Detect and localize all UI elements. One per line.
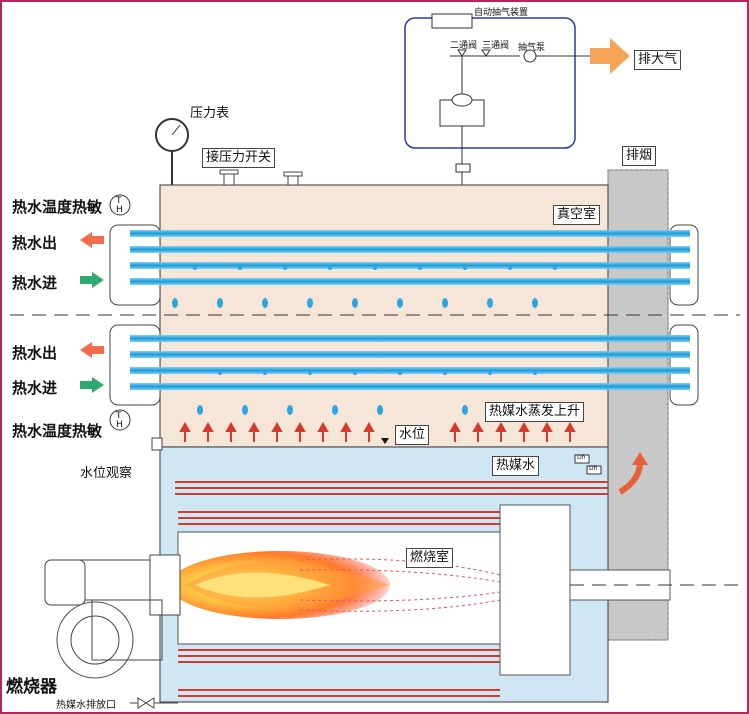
label-heat-medium-water: 热媒水: [492, 456, 540, 476]
label-hot-water-in-top: 热水进: [12, 274, 58, 292]
vacuum-tank: [439, 99, 485, 127]
label-three-way-valve: 三通阀: [482, 41, 510, 51]
burner-flange: [149, 554, 181, 616]
temp-sensor-top: [109, 194, 131, 216]
sensor-symbol-top: T: [116, 196, 122, 206]
label-pressure-switch: 接压力开关: [202, 148, 276, 168]
exhaust-arrow: [590, 38, 630, 74]
label-drain-outlet: 热媒水排放口: [56, 700, 116, 711]
label-auto-exhaust-device: 自动抽气装置: [474, 8, 529, 18]
drain-valve: [137, 697, 147, 709]
condensate-drops: [172, 266, 557, 415]
hot-water-out-bottom-arrow: [80, 342, 104, 358]
hot-water-in-top-arrow: [80, 272, 104, 288]
smoke-tubes: [175, 481, 608, 697]
label-hot-water-out-top: 热水出: [12, 234, 58, 252]
flue-outlet: [569, 569, 671, 601]
rear-turn-box: [499, 504, 571, 676]
label-hot-water-out-bottom: 热水出: [12, 344, 58, 362]
burner-motor: [44, 559, 86, 606]
label-water-level: 水位: [395, 425, 430, 445]
label-water-level-observation: 水位观察: [80, 466, 133, 481]
temp-sensor-bottom: [109, 409, 131, 431]
auto-exhaust-frame: [404, 17, 576, 149]
sensor-symbol-bottom: T: [116, 411, 122, 421]
label-hot-water-temp-sensor-top: 热水温度热敏: [12, 198, 103, 216]
sensor-symbol-bottom-sub: H: [116, 420, 123, 430]
water-level-marker: [381, 438, 389, 444]
label-pressure-gauge: 压力表: [190, 106, 230, 121]
tube-bank-top: [130, 230, 690, 285]
level-probe-1: Dh: [577, 454, 586, 461]
label-vacuum-pump: 抽气泵: [518, 43, 546, 53]
label-hot-water-in-bottom: 热水进: [12, 379, 58, 397]
steam-arrows: [179, 421, 576, 442]
tube-bank-bottom: [130, 335, 690, 390]
hot-water-out-top-arrow: [80, 232, 104, 248]
sensor-symbol-top-sub: H: [116, 205, 123, 215]
label-steam-rising: 热媒水蒸发上升: [485, 402, 585, 422]
level-probe-2: Dh: [589, 465, 598, 472]
label-two-way-valve: 二通阀: [450, 41, 478, 51]
flue-arrow: [632, 452, 648, 465]
label-exhaust-air: 排大气: [634, 50, 682, 70]
label-vacuum-chamber: 真空室: [553, 205, 601, 225]
label-combustion-chamber: 燃烧室: [406, 548, 454, 568]
label-hot-water-temp-sensor-bottom: 热水温度热敏: [12, 422, 103, 440]
label-chimney: 排烟: [622, 146, 657, 166]
label-burner: 燃烧器: [6, 677, 57, 697]
hot-water-in-bottom-arrow: [80, 377, 104, 393]
